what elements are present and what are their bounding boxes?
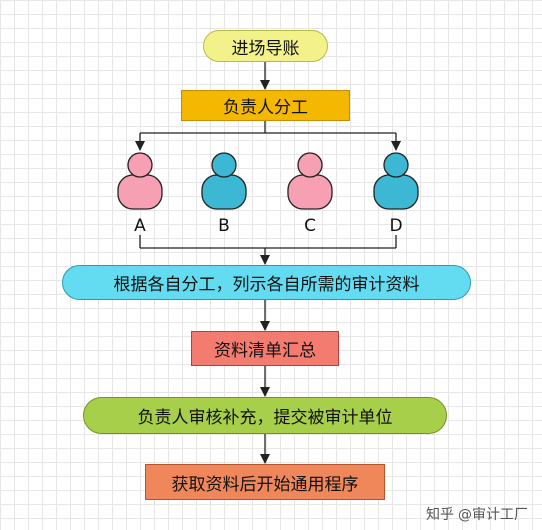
person-a-label: A [134, 216, 146, 236]
list-node: 根据各自分工，列示各自所需的审计资料 [62, 265, 471, 300]
review-node: 负责人审核补充，提交被审计单位 [83, 397, 447, 434]
start-node: 进场导账 [203, 30, 328, 62]
assign-node: 负责人分工 [181, 90, 350, 121]
assign-node-label: 负责人分工 [223, 98, 308, 118]
list-node-label: 根据各自分工，列示各自所需的审计资料 [113, 275, 420, 295]
review-node-label: 负责人审核补充，提交被审计单位 [137, 408, 393, 428]
person-d-icon [373, 152, 419, 210]
person-b-icon [201, 152, 247, 210]
watermark: 知乎 @审计工厂 [426, 504, 528, 524]
final-node-label: 获取资料后开始通用程序 [171, 474, 359, 495]
summary-node-label: 资料清单汇总 [214, 341, 316, 361]
person-c-icon [287, 152, 333, 210]
person-b-label: B [218, 216, 230, 236]
summary-node: 资料清单汇总 [191, 331, 339, 366]
person-a-icon [117, 152, 163, 210]
final-node: 获取资料后开始通用程序 [145, 464, 385, 500]
start-node-label: 进场导账 [231, 38, 300, 59]
person-c-label: C [304, 216, 316, 236]
watermark-author: @审计工厂 [458, 507, 528, 523]
watermark-site: 知乎 [426, 507, 454, 523]
person-d-label: D [389, 216, 403, 236]
